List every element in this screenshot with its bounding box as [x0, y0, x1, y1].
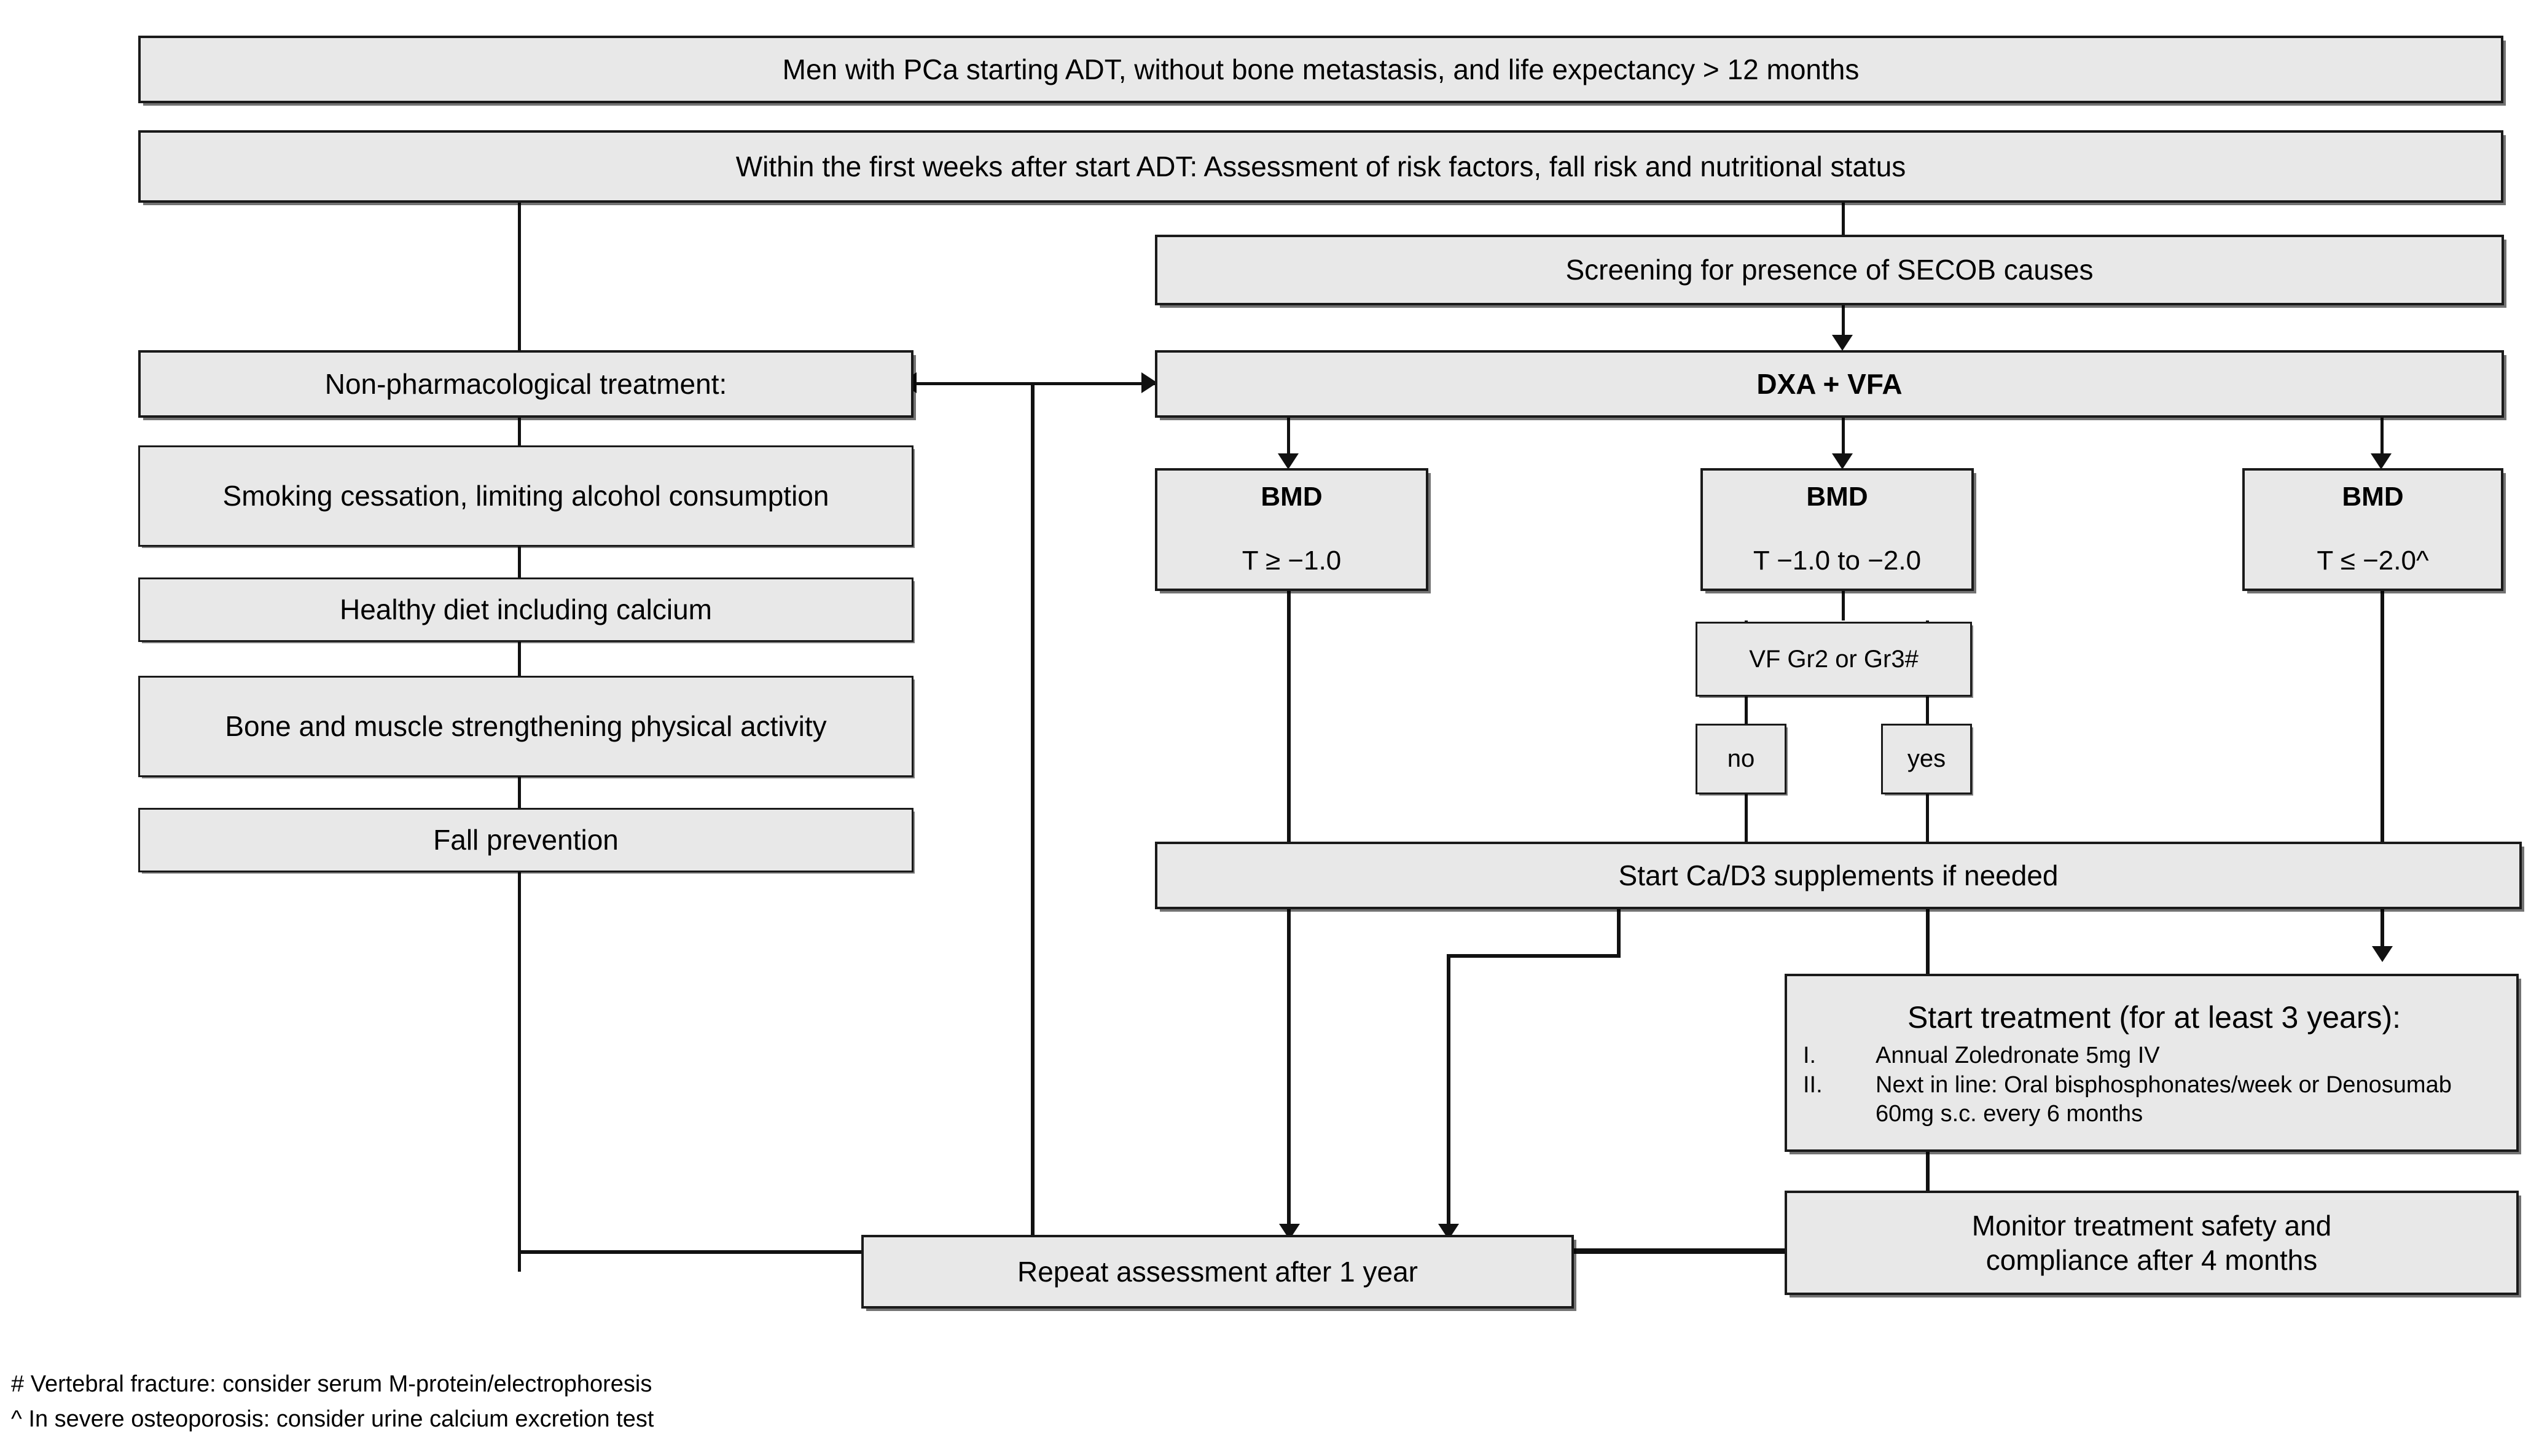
initial-assessment-text: Within the first weeks after start ADT: …	[735, 150, 1906, 182]
connector-dxa-to-bmd-low	[1287, 418, 1290, 462]
box-nonpharm-item-smoking[interactable]: Smoking cessation, limiting alcohol cons…	[138, 445, 913, 547]
decision-no-text: no	[1727, 745, 1755, 773]
box-eligible-population[interactable]: Men with PCa starting ADT, without bone …	[138, 36, 2503, 103]
connector-yes-to-supplements	[1926, 793, 1929, 863]
bmd-osteoporosis-title: BMD	[2342, 482, 2404, 512]
box-nonpharm-item-diet[interactable]: Healthy diet including calcium	[138, 577, 913, 642]
calcium-d3-supplements-text: Start Ca/D3 supplements if needed	[1618, 859, 2059, 891]
connector-bmd-low-to-repeat	[1287, 591, 1291, 1253]
box-monitor-treatment[interactable]: Monitor treatment safety and compliance …	[1785, 1191, 2519, 1295]
monitor-treatment-line-2: compliance after 4 months	[1985, 1244, 2318, 1276]
box-nonpharm-item-activity[interactable]: Bone and muscle strengthening physical a…	[138, 676, 913, 777]
box-calcium-d3-supplements[interactable]: Start Ca/D3 supplements if needed	[1155, 842, 2522, 909]
box-dxa-vfa[interactable]: DXA + VFA	[1155, 350, 2504, 418]
monitor-treatment-line-1: Monitor treatment safety and	[1971, 1209, 2332, 1242]
start-treatment-header: Start treatment (for at least 3 years):	[1907, 1000, 2401, 1035]
start-treatment-body: Start treatment (for at least 3 years): …	[1787, 993, 2516, 1133]
repeat-assessment-text: Repeat assessment after 1 year	[1017, 1255, 1418, 1288]
connector-nonpharm-to-repeat	[518, 1250, 862, 1254]
box-decision-yes[interactable]: yes	[1881, 724, 1972, 794]
monitor-treatment-content: Monitor treatment safety and compliance …	[1972, 1208, 2332, 1277]
eligible-population-text: Men with PCa starting ADT, without bone …	[782, 53, 1860, 85]
bmd-osteopenia-title: BMD	[1806, 482, 1868, 512]
box-vertebral-fracture-grade[interactable]: VF Gr2 or Gr3#	[1696, 622, 1972, 697]
start-treatment-item-2-text: Next in line: Oral bisphosphonates/week …	[1876, 1071, 2452, 1127]
connector-no-down-to-repeat	[1447, 954, 1450, 1224]
decision-yes-text: yes	[1907, 745, 1946, 773]
nonpharm-item-fallprevention-text: Fall prevention	[433, 824, 619, 856]
connector-supplements-yes-to-treatment	[1926, 909, 1930, 977]
bmd-normal-title: BMD	[1261, 482, 1323, 512]
connector-vf-to-yes	[1926, 696, 1929, 750]
connector-supplements-no-drop	[1617, 909, 1621, 957]
nonpharm-item-activity-text: Bone and muscle strengthening physical a…	[225, 710, 827, 743]
box-bmd-osteopenia[interactable]: BMD T −1.0 to −2.0	[1700, 468, 1974, 591]
connector-nonpharm-dxa-bidirectional	[915, 382, 1159, 385]
connector-screening-to-dxa	[1842, 305, 1845, 343]
box-secob-screening[interactable]: Screening for presence of SECOB causes	[1155, 235, 2504, 305]
box-bmd-osteoporosis[interactable]: BMD T ≤ −2.0^	[2242, 468, 2503, 591]
bmd-normal-value: T ≥ −1.0	[1242, 546, 1342, 576]
connector-assessment-to-nonpharm	[518, 203, 521, 350]
connector-vf-to-no	[1745, 696, 1748, 750]
connector-monitor-to-repeat	[1573, 1248, 1791, 1254]
footnote-caret: ^ In severe osteoporosis: consider urine…	[11, 1406, 654, 1432]
arrowhead-screening-to-dxa	[1832, 335, 1853, 351]
vertebral-fracture-grade-text: VF Gr2 or Gr3#	[1749, 645, 1919, 673]
connector-supplements-no-left	[1447, 954, 1621, 958]
arrowhead-bmd-high-to-treatment	[2372, 946, 2393, 962]
box-bmd-normal[interactable]: BMD T ≥ −1.0	[1155, 468, 1428, 591]
nonpharm-item-diet-text: Healthy diet including calcium	[340, 593, 712, 626]
arrowhead-bmd-low	[1278, 453, 1299, 469]
footnote-hash: # Vertebral fracture: consider serum M-p…	[11, 1371, 652, 1397]
connector-dxa-junction-to-repeat	[1031, 384, 1035, 1253]
arrowhead-to-dxa	[1141, 372, 1157, 393]
box-initial-assessment[interactable]: Within the first weeks after start ADT: …	[138, 130, 2503, 203]
box-repeat-assessment[interactable]: Repeat assessment after 1 year	[861, 1235, 1574, 1309]
bmd-normal-content: BMD T ≥ −1.0	[1166, 473, 1417, 586]
bmd-osteopenia-value: T −1.0 to −2.0	[1753, 546, 1922, 576]
nonpharmacological-header-text: Non-pharmacological treatment:	[324, 367, 727, 400]
box-start-treatment[interactable]: Start treatment (for at least 3 years): …	[1785, 974, 2519, 1152]
connector-bmd-high-to-treatment	[2381, 591, 2384, 953]
connector-no-to-supplements	[1745, 793, 1748, 863]
box-decision-no[interactable]: no	[1696, 724, 1786, 794]
start-treatment-item-2: II. Next in line: Oral bisphosphonates/w…	[1803, 1071, 2505, 1130]
connector-dxa-to-bmd-mid	[1842, 418, 1845, 462]
start-treatment-item-2-number: II.	[1803, 1071, 1823, 1098]
nonpharm-item-smoking-text: Smoking cessation, limiting alcohol cons…	[222, 480, 829, 512]
footnotes: # Vertebral fracture: consider serum M-p…	[11, 1367, 654, 1437]
start-treatment-item-1-number: I.	[1803, 1042, 1817, 1068]
start-treatment-item-1-text: Annual Zoledronate 5mg IV	[1876, 1042, 2160, 1068]
connector-assessment-to-screening	[1842, 203, 1845, 235]
connector-treatment-to-monitor	[1926, 1149, 1930, 1192]
bmd-osteopenia-content: BMD T −1.0 to −2.0	[1712, 473, 1963, 586]
arrowhead-bmd-high	[2371, 453, 2392, 469]
connector-bmd-mid-to-vf	[1842, 591, 1845, 620]
secob-screening-text: Screening for presence of SECOB causes	[1565, 254, 2094, 286]
box-nonpharmacological-header[interactable]: Non-pharmacological treatment:	[138, 350, 913, 418]
bmd-osteoporosis-value: T ≤ −2.0^	[2317, 546, 2429, 576]
dxa-vfa-text: DXA + VFA	[1756, 367, 1903, 400]
arrowhead-bmd-mid	[1832, 453, 1853, 469]
start-treatment-item-1: I. Annual Zoledronate 5mg IV	[1803, 1041, 2505, 1071]
bmd-osteoporosis-content: BMD T ≤ −2.0^	[2253, 473, 2492, 586]
box-nonpharm-item-fallprevention[interactable]: Fall prevention	[138, 808, 913, 872]
connector-dxa-to-bmd-high	[2381, 418, 2384, 462]
